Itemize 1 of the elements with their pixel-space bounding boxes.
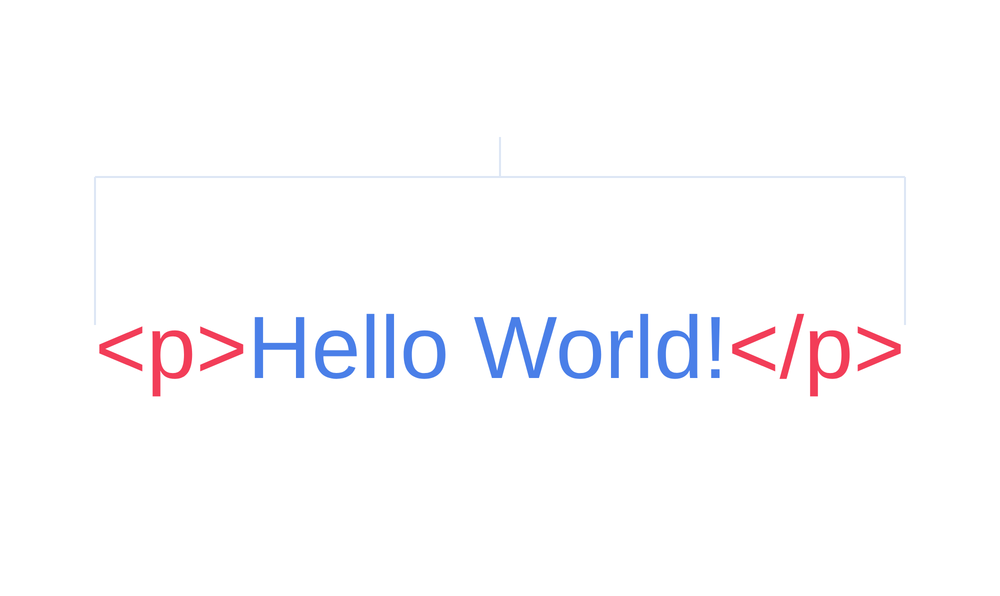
code-text: <p>Hello World!</p> xyxy=(99,314,901,396)
